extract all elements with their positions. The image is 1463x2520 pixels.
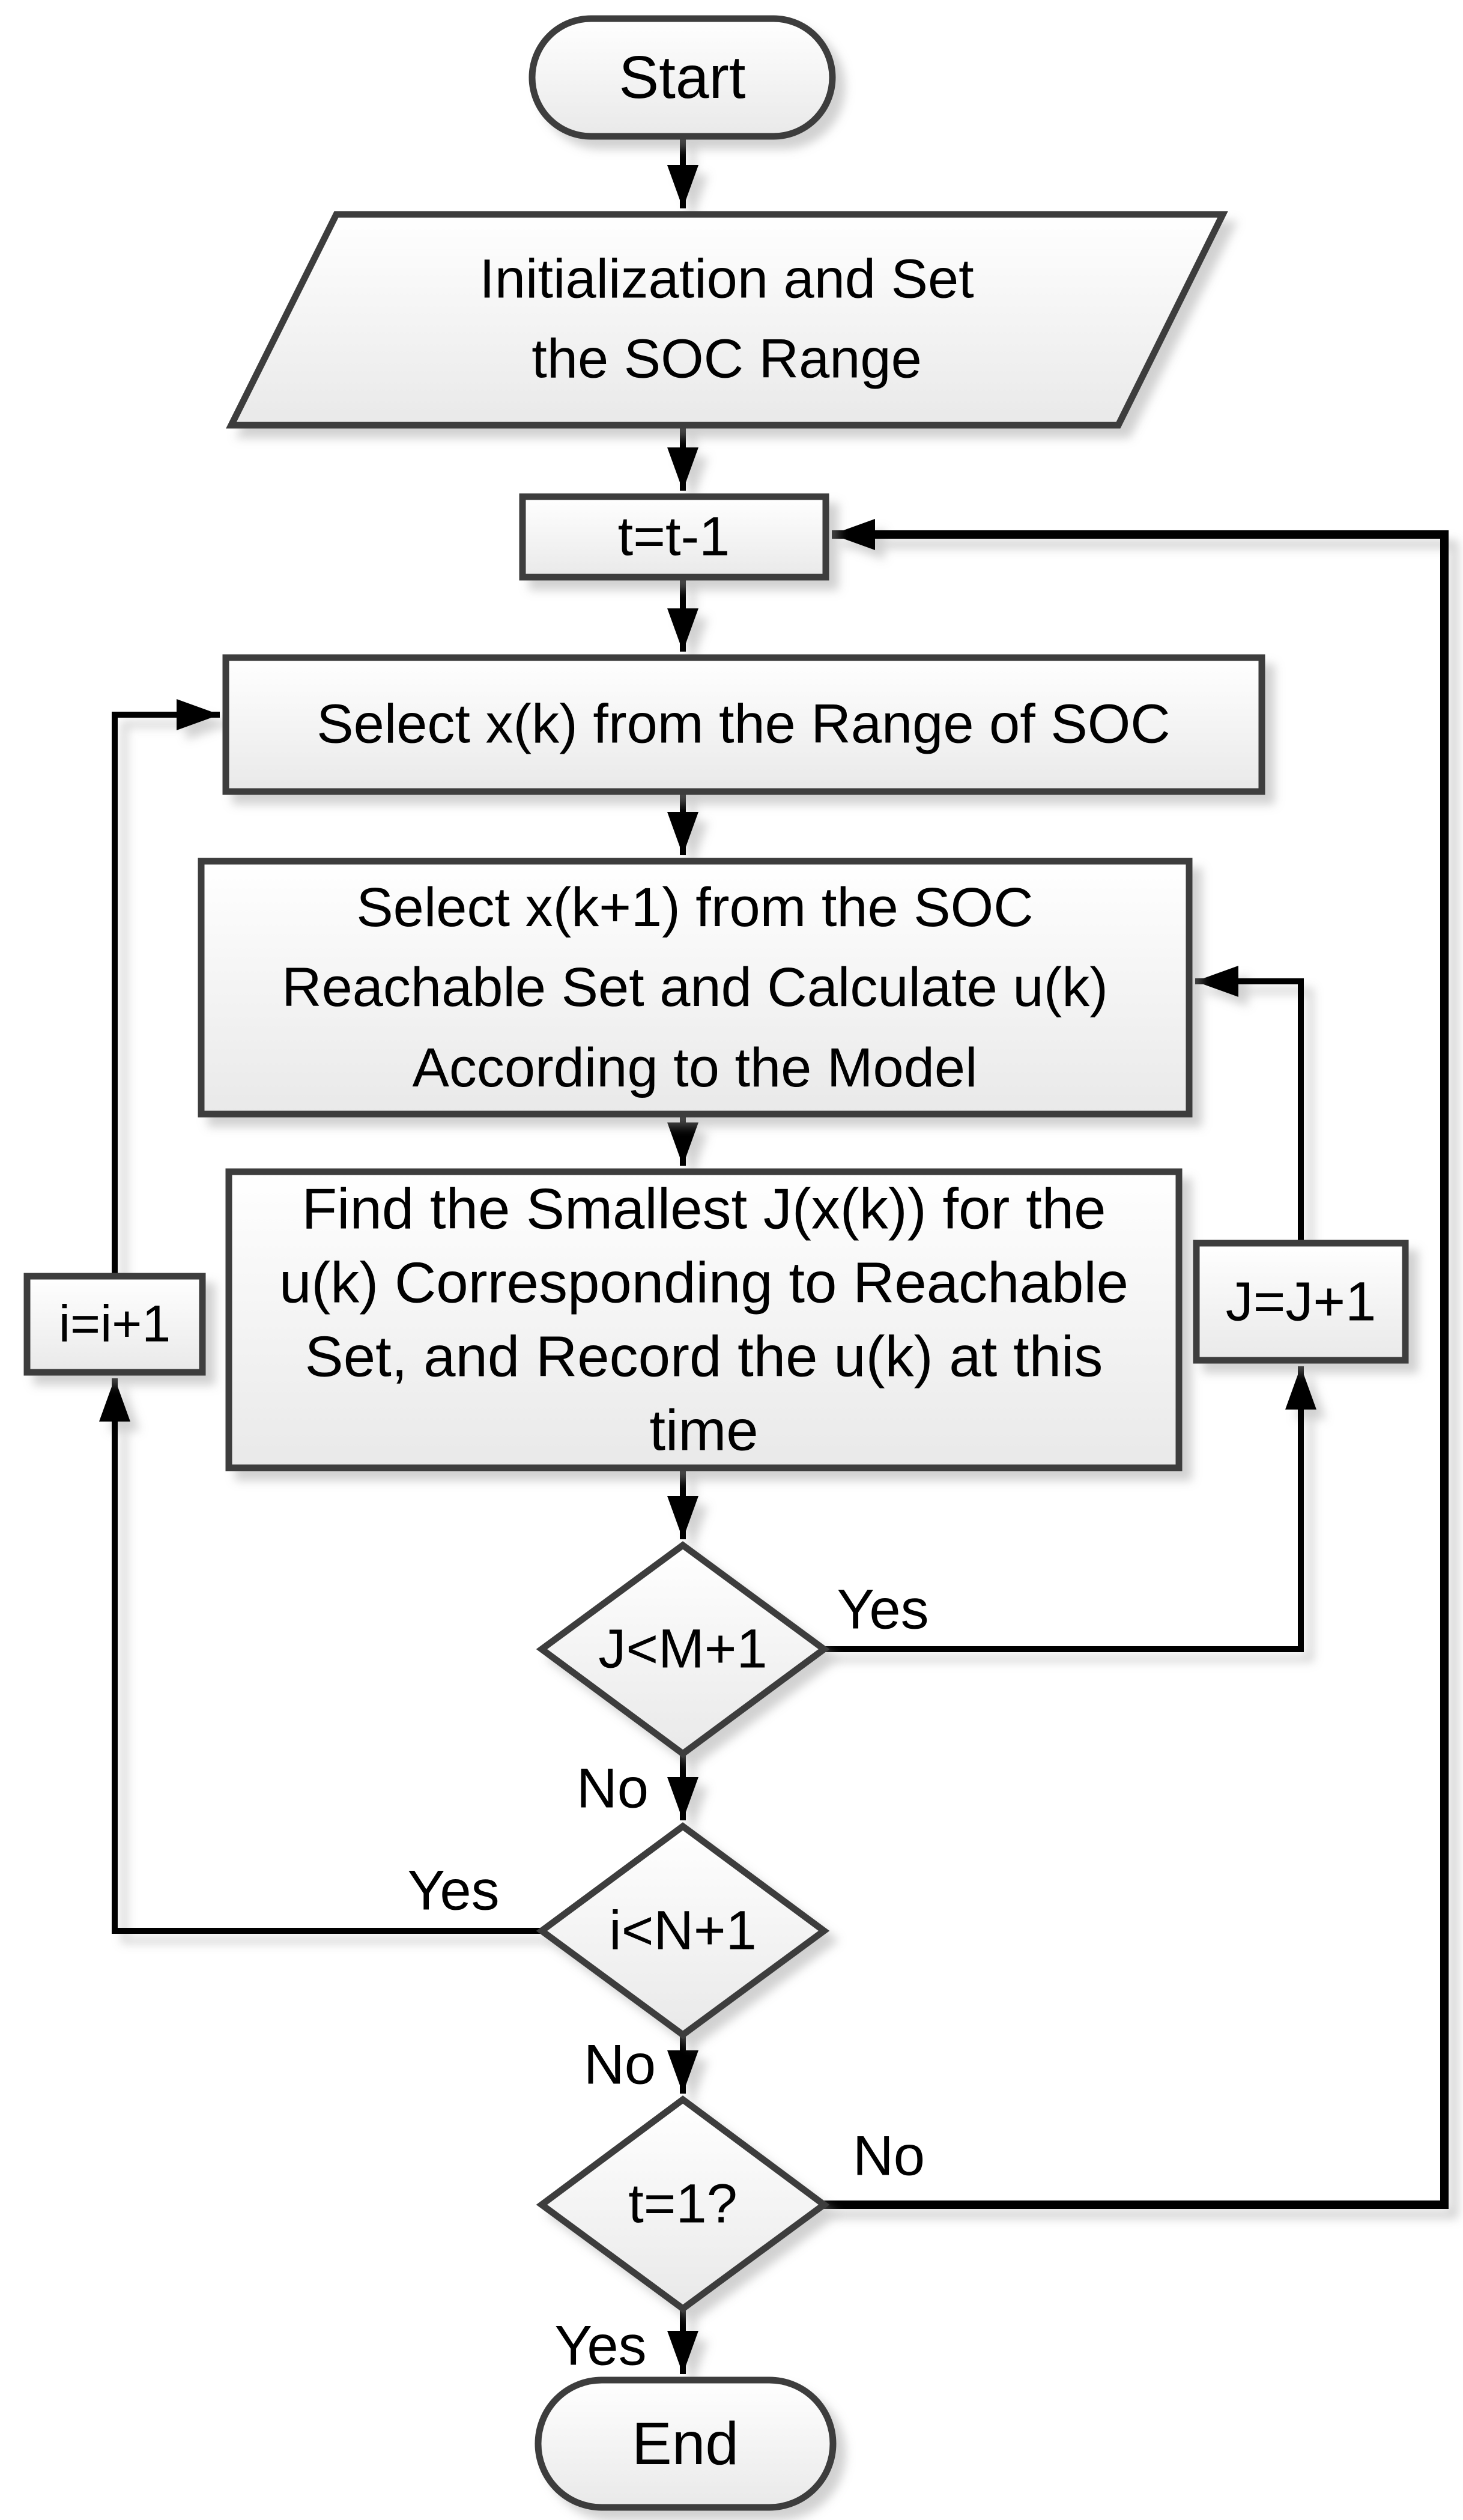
checkt-label: t=1? [628,2173,738,2235]
process-find-shape [225,1168,1183,1471]
find-label-line1: Find the Smallest J(x(k)) for the [301,1177,1106,1241]
selectxk1-label: Select x(k+1) from the SOC Reachable Set… [282,868,1108,1108]
selectxk1-label-line2: Reachable Set and Calculate u(k) [282,957,1108,1019]
decision-checki-shape [536,1822,830,2039]
selectxk1-label-line1: Select x(k+1) from the SOC [356,876,1034,938]
connector-checkt-no-to-tdec [824,519,1449,2209]
selectxk1-label-line3: According to the Model [412,1037,978,1098]
process-jbox-shape [1193,1240,1409,1364]
init-label-line2: the SOC Range [532,329,922,390]
find-label: Find the Smallest J(x(k)) for the u(k) C… [279,1172,1128,1468]
checki-yes-label: Yes [407,1858,500,1922]
selectxk-label: Select x(k) from the Range of SOC [317,693,1171,755]
connector-ibox-to-selectxk [112,699,220,1276]
checkj-no-label: No [576,1756,649,1820]
ibox-label: i=i+1 [58,1295,171,1353]
process-tdec-shape [519,493,829,581]
checkt-no-label: No [852,2124,925,2187]
find-label-line3: Set, and Record the u(k) at this [304,1324,1103,1389]
process-selectxk-shape [222,654,1265,795]
find-label-line2: u(k) Corresponding to Reachable [279,1250,1129,1315]
checkj-yes-label: Yes [837,1577,929,1641]
checkj-label: J<M+1 [598,1618,768,1680]
end-label: End [632,2410,739,2477]
jbox-label: J=J+1 [1225,1271,1377,1333]
connector-checkj-yes-to-jbox [824,1366,1316,1652]
terminator-end-shape [535,2376,837,2511]
find-label-line4: time [649,1398,759,1462]
connector-jbox-to-selectxk1 [1195,966,1304,1243]
init-label: Initialization and Set the SOC Range [479,240,974,400]
process-ibox-shape [23,1273,206,1376]
tdec-label: t=t-1 [617,506,730,568]
checkt-yes-label: Yes [554,2313,647,2377]
data-parallelogram-init-shape [226,211,1228,429]
start-label: Start [619,44,746,111]
checki-label: i<N+1 [609,1900,757,1961]
terminator-start-shape [529,15,836,140]
process-selectxk1-shape [198,858,1193,1118]
decision-checkj-shape [536,1541,830,1758]
init-label-line1: Initialization and Set [479,248,974,310]
checki-no-label: No [583,2032,656,2096]
connector-checki-yes-to-ibox [99,1378,542,1934]
decision-checkt-shape [536,2095,830,2313]
